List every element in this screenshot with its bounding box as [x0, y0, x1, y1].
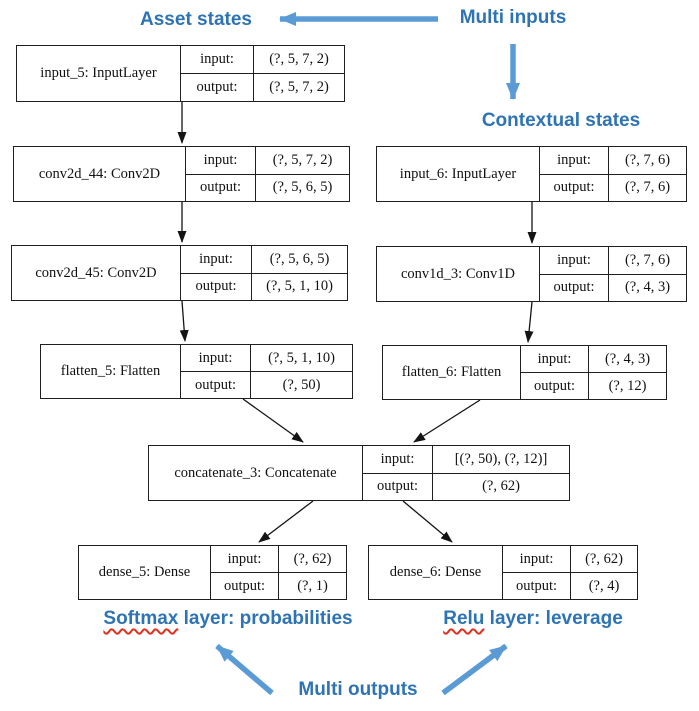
io-value-input: (?, 5, 6, 5): [269, 250, 330, 267]
io-label-output: output:: [503, 573, 571, 599]
io-label-input: input:: [211, 546, 279, 572]
io-value-input: (?, 7, 6): [624, 251, 671, 268]
io-label-input: input:: [186, 147, 256, 174]
layer-name: conv2d_44: Conv2D: [14, 147, 186, 201]
edge-flatten6-concatenate3: [413, 399, 481, 443]
io-value-input: (?, 7, 6): [624, 151, 671, 168]
io-value-input: (?, 62): [585, 550, 623, 567]
layer-name: concatenate_3: Concatenate: [149, 446, 363, 500]
io-label-input: input:: [181, 246, 252, 273]
layer-name: flatten_6: Flatten: [383, 346, 521, 399]
io-label-output: output:: [181, 74, 254, 101]
io-label-input: input:: [503, 546, 571, 572]
io-value-input: (?, 5, 7, 2): [269, 51, 329, 67]
io-label-input: input:: [181, 46, 254, 73]
edge-conv1d3-flatten6: [524, 301, 534, 343]
io-label-output: output:: [181, 372, 251, 398]
io-value-output: (?, 62): [482, 478, 520, 495]
layer-name: conv1d_3: Conv1D: [377, 247, 540, 301]
io-label-output: output:: [540, 274, 609, 301]
label-softmax-layer: Softmax layer: probabilities: [103, 608, 352, 630]
layer-node-conv2d_44: conv2d_44: Conv2D input: (?, 5, 7, 2) out…: [13, 146, 350, 202]
relu-rest: layer: leverage: [484, 608, 623, 629]
arrow-multi-outputs-to-softmax: [215, 643, 274, 696]
io-label-output: output:: [181, 273, 252, 300]
io-value-input: (?, 5, 7, 2): [272, 151, 333, 168]
io-label-input: input:: [363, 446, 433, 473]
layer-node-dense_5: dense_5: Dense input: (?, 62) output: (?, …: [78, 545, 347, 600]
layer-name: dense_5: Dense: [79, 546, 211, 599]
edge-concatenate3-dense6: [402, 500, 453, 543]
io-label-output: output:: [211, 573, 279, 599]
relu-word: Relu: [443, 608, 485, 629]
layer-node-input_5: input_5: InputLayer input: (?, 5, 7, 2) o…: [16, 45, 345, 102]
io-value-input: [(?, 50), (?, 12)]: [454, 450, 548, 467]
io-label-input: input:: [521, 346, 589, 372]
io-value-output: (?, 1): [297, 577, 328, 594]
io-value-input: (?, 5, 1, 10): [268, 349, 335, 366]
io-label-input: input:: [540, 147, 609, 174]
layer-name: flatten_5: Flatten: [41, 345, 181, 398]
label-relu-layer: Relu layer: leverage: [443, 608, 623, 630]
layer-node-concatenate_3: concatenate_3: Concatenate input: [(?, 50…: [148, 445, 570, 501]
label-contextual-states: Contextual states: [481, 110, 641, 131]
layer-node-flatten_5: flatten_5: Flatten input: (?, 5, 1, 10) o…: [40, 344, 353, 399]
io-value-output: (?, 5, 1, 10): [266, 278, 333, 295]
softmax-rest: layer: probabilities: [178, 608, 353, 629]
layer-node-conv2d_45: conv2d_45: Conv2D input: (?, 5, 6, 5) out…: [11, 245, 348, 301]
io-value-output: (?, 50): [282, 376, 321, 393]
label-asset-states: Asset states: [140, 9, 252, 30]
layer-name: input_6: InputLayer: [377, 147, 540, 201]
io-label-input: input:: [540, 247, 609, 274]
edge-flatten5-concatenate3: [242, 398, 304, 443]
layer-node-flatten_6: flatten_6: Flatten input: (?, 4, 3) outpu…: [382, 345, 667, 400]
io-value-output: (?, 4, 3): [624, 279, 671, 296]
io-value-output: (?, 4): [588, 577, 620, 594]
layer-node-input_6: input_6: InputLayer input: (?, 7, 6) outp…: [376, 146, 687, 202]
io-label-output: output:: [186, 174, 256, 201]
softmax-word: Softmax: [103, 608, 179, 629]
io-value-output: (?, 5, 7, 2): [269, 79, 329, 95]
layer-name: input_5: InputLayer: [17, 46, 181, 101]
layer-name: dense_6: Dense: [369, 546, 503, 599]
io-label-output: output:: [521, 373, 589, 399]
io-value-output: (?, 12): [608, 377, 647, 394]
edge-concatenate3-dense5: [258, 500, 314, 543]
label-multi-outputs: Multi outputs: [298, 679, 418, 700]
io-value-input: (?, 4, 3): [604, 350, 651, 367]
layer-node-conv1d_3: conv1d_3: Conv1D input: (?, 7, 6) output:…: [376, 246, 687, 302]
edge-conv2d45-flatten5: [179, 300, 189, 342]
layer-node-dense_6: dense_6: Dense input: (?, 62) output: (?, …: [368, 545, 638, 600]
io-value-input: (?, 62): [293, 550, 332, 567]
arrow-multi-outputs-to-relu: [441, 643, 508, 696]
io-value-output: (?, 7, 6): [624, 179, 671, 196]
io-label-output: output:: [540, 174, 609, 201]
layer-name: conv2d_45: Conv2D: [12, 246, 181, 300]
io-label-input: input:: [181, 345, 251, 371]
io-label-output: output:: [363, 473, 433, 500]
io-value-output: (?, 5, 6, 5): [272, 179, 333, 196]
label-multi-inputs: Multi inputs: [459, 7, 567, 28]
